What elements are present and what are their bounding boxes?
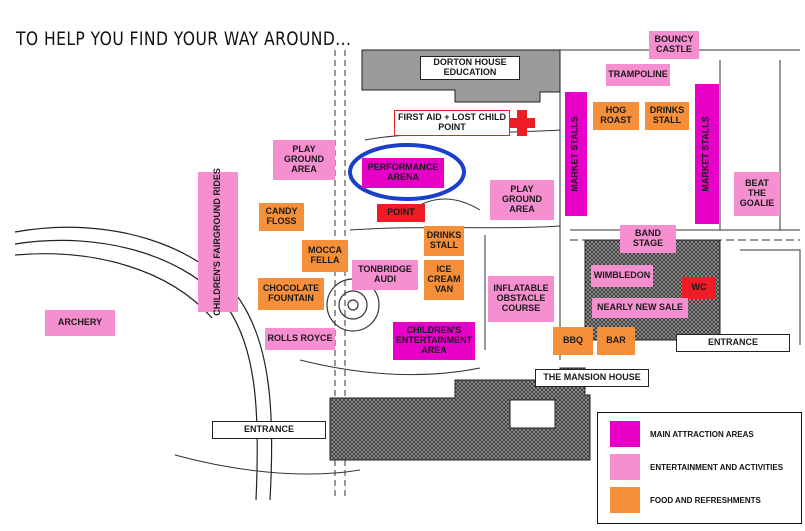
play-ground-area-right: PLAY GROUND AREA: [490, 180, 554, 220]
performance-arena-highlight-ring: [348, 143, 466, 201]
mansion-courtyard: [509, 399, 556, 429]
dorton-house-label: DORTON HOUSE EDUCATION: [420, 56, 520, 80]
nearly-new-sale-area: NEARLY NEW SALE: [592, 298, 688, 318]
childrens-fairground-rides: CHILDREN'S FAIRGROUND RIDES: [198, 168, 238, 316]
legend-swatch-main-attraction: [610, 421, 640, 447]
first-aid-cross-icon: [509, 110, 535, 136]
tonbridge-audi-area: TONBRIDGE AUDI: [352, 260, 418, 290]
archery-area: ARCHERY: [45, 310, 115, 336]
market-stalls-left: MARKET STALLS: [565, 92, 587, 216]
wc-marker: WC: [682, 277, 716, 299]
wimbledon-area: WIMBLEDON: [591, 265, 653, 287]
mocca-fella-stall: MOCCA FELLA: [302, 240, 348, 272]
map-legend: MAIN ATTRACTION AREAS ENTERTAINMENT AND …: [597, 412, 802, 524]
market-stalls-right: MARKET STALLS: [695, 84, 719, 224]
map-title: TO HELP YOU FIND YOUR WAY AROUND...: [16, 28, 352, 50]
beat-the-goalie-area: BEAT THE GOALIE: [734, 172, 780, 216]
hog-roast-stall: HOG ROAST: [593, 102, 639, 130]
inflatable-obstacle-course: INFLATABLE OBSTACLE COURSE: [488, 276, 554, 322]
trampoline-area: TRAMPOLINE: [606, 64, 670, 86]
candy-floss-stall: CANDY FLOSS: [259, 203, 304, 231]
legend-swatch-entertainment: [610, 454, 640, 480]
performance-arena: PERFORMANCE ARENA: [362, 158, 444, 188]
legend-swatch-food: [610, 487, 640, 513]
rolls-royce-area: ROLLS ROYCE: [265, 328, 335, 350]
childrens-entertainment-area: CHILDREN'S ENTERTAINMENT AREA: [393, 322, 475, 360]
legend-label-food: FOOD AND REFRESHMENTS: [650, 495, 761, 505]
play-ground-area-left: PLAY GROUND AREA: [273, 140, 335, 180]
entrance-right-label: ENTRANCE: [676, 334, 790, 352]
bouncy-castle-area: BOUNCY CASTLE: [649, 31, 699, 59]
drinks-stall-top: DRINKS STALL: [645, 102, 689, 130]
bar-stall: BAR: [597, 327, 635, 355]
drinks-stall-mid: DRINKS STALL: [424, 226, 464, 256]
mansion-house-label: THE MANSION HOUSE: [535, 369, 649, 387]
band-stage: BAND STAGE: [620, 225, 676, 253]
ice-cream-van: ICE CREAM VAN: [424, 260, 464, 300]
bbq-stall: BBQ: [553, 327, 593, 355]
first-aid-point-label: FIRST AID + LOST CHILD POINT: [394, 110, 510, 136]
point-marker: POINT: [377, 204, 425, 222]
legend-label-entertainment: ENTERTAINMENT AND ACTIVITIES: [650, 462, 784, 472]
legend-label-main-attraction: MAIN ATTRACTION AREAS: [650, 429, 754, 439]
chocolate-fountain-stall: CHOCOLATE FOUNTAIN: [258, 278, 324, 310]
entrance-left-label: ENTRANCE: [212, 421, 326, 439]
